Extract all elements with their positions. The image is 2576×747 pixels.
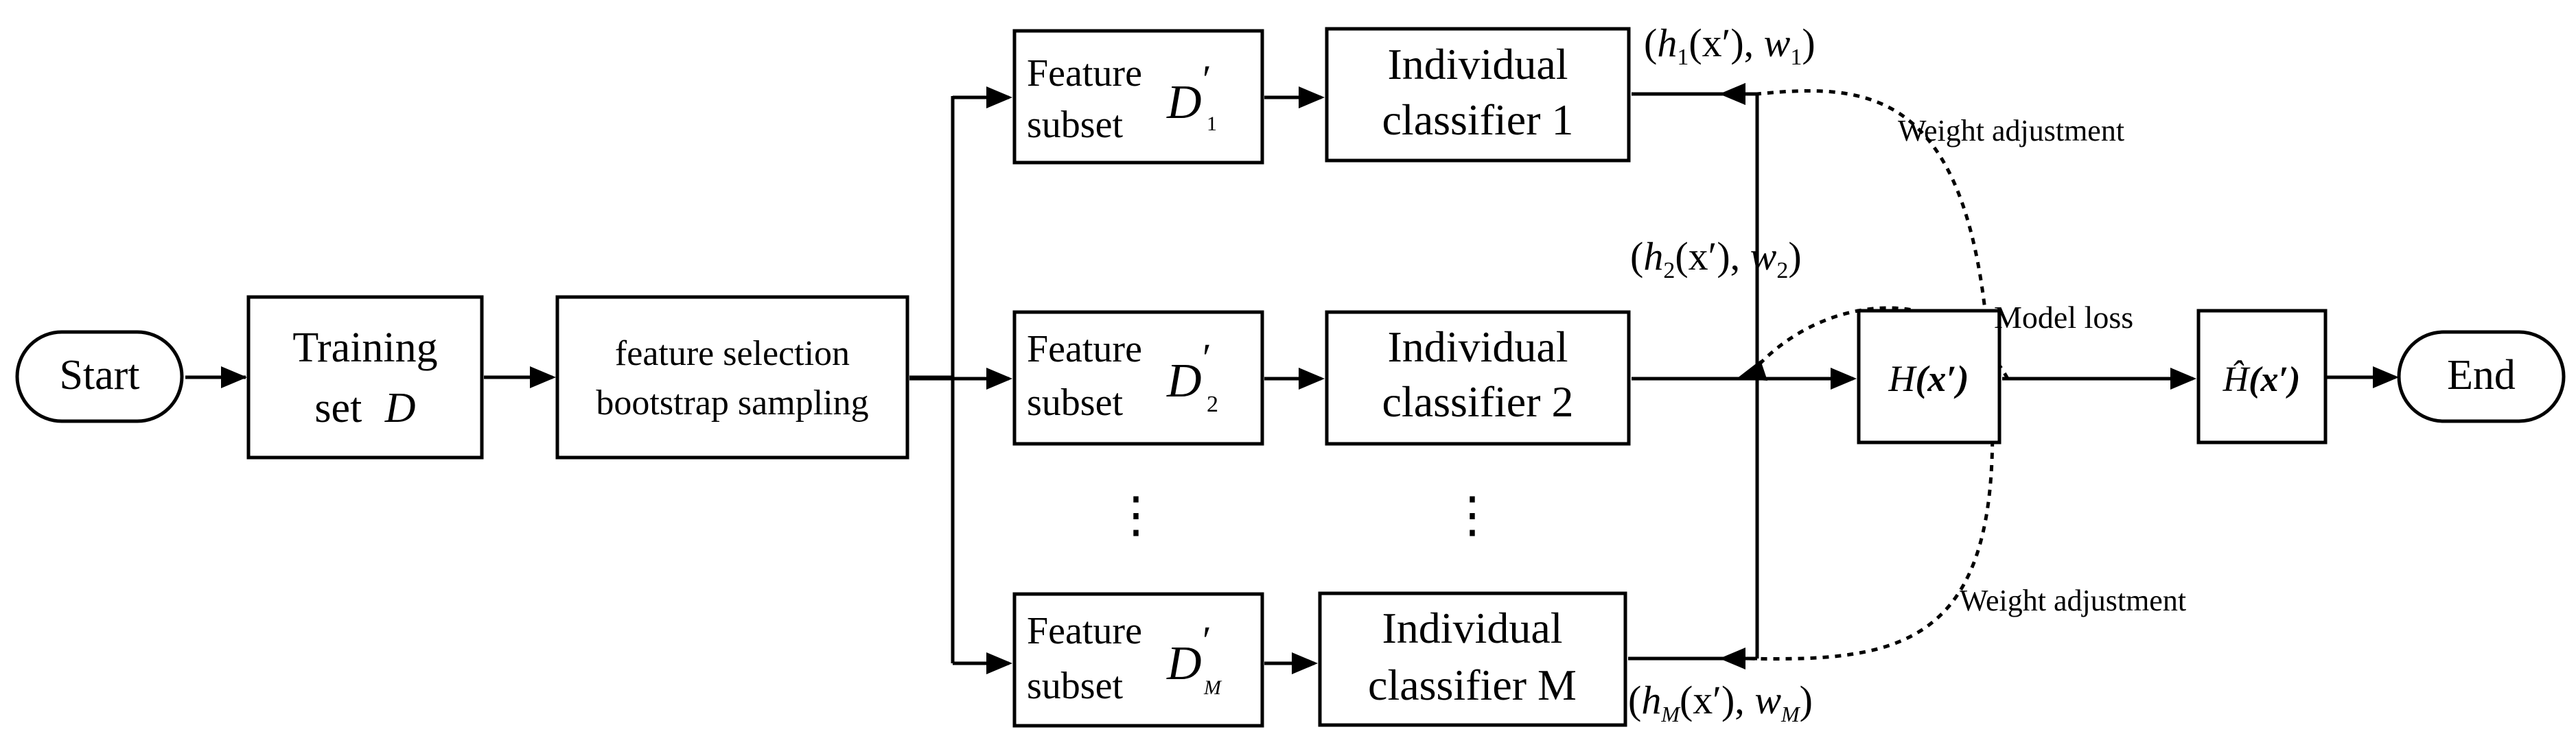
weight-adjustment-top-label: Weight adjustment (1898, 114, 2124, 147)
training-line2: set (314, 385, 362, 431)
output-m-h: h (1641, 678, 1661, 722)
subset-m-line2: subset (1027, 665, 1123, 707)
arrowhead (1299, 86, 1325, 108)
training-line1: Training (292, 324, 437, 371)
ensemble-arg: (x′) (1915, 358, 1969, 399)
output-m-mid: (x′), (1680, 678, 1754, 722)
ensemble-box: H(x′) (1857, 309, 2001, 444)
output-1-sub: 1 (1677, 45, 1689, 70)
output-m-wsub: M (1780, 702, 1801, 726)
subset-1-line1: Feature (1027, 52, 1142, 95)
subset-ellipsis: ⋮ (1111, 488, 1161, 543)
output-label-m: (hM(x′), wM) (1628, 678, 1813, 726)
feature-subset-2: Feature subset D ′ 2 (1012, 310, 1264, 446)
output-2-h: h (1643, 234, 1663, 278)
final-box: Ĥ(x′) (2196, 309, 2328, 444)
output-1-h: h (1657, 21, 1677, 65)
subset-2-prime: ′ (1203, 335, 1211, 380)
ensemble-H: H (1888, 358, 1917, 399)
output-2-wsub: 2 (1776, 258, 1788, 283)
output-m-w: w (1754, 678, 1781, 722)
arrowhead (1831, 368, 1857, 390)
feature-subset-m: Feature subset D ′ M (1012, 592, 1264, 728)
final-H: Ĥ (2223, 359, 2251, 399)
classifier-m: Individual classifier M (1318, 591, 1627, 727)
arrowhead (986, 652, 1012, 674)
classifier-1: Individual classifier 1 (1325, 27, 1631, 163)
subset-1-symbol: D (1166, 76, 1202, 129)
final-formula: Ĥ(x′) (2223, 359, 2301, 399)
end-terminal: End (2397, 330, 2566, 423)
output-m-sub: M (1660, 702, 1681, 726)
classifier-m-line1: Individual (1382, 604, 1562, 652)
training-line2-group: set D (314, 385, 415, 431)
sampling-box: feature selection bootstrap sampling (555, 295, 909, 460)
feature-subset-1: Feature subset D ′ 1 (1012, 29, 1264, 165)
final-arg: (x′) (2249, 360, 2300, 399)
subset-2-symbol: D (1166, 355, 1202, 407)
classifier-2-line1: Individual (1387, 322, 1568, 371)
subset-2-line1: Feature (1027, 328, 1142, 370)
arrowhead (530, 366, 556, 388)
output-2-mid: (x′), (1675, 234, 1750, 278)
output-label-1: (h1(x′), w1) (1644, 21, 1815, 70)
subset-m-symbol: D (1166, 637, 1202, 690)
output-1-wsub: 1 (1790, 45, 1802, 70)
model-loss-label: Model loss (1994, 300, 2133, 335)
subset-1-line2: subset (1027, 104, 1123, 146)
classifier-1-line1: Individual (1387, 40, 1568, 88)
arrowhead (2170, 368, 2196, 390)
output-1-w: w (1764, 21, 1791, 65)
arrowhead (2373, 366, 2399, 388)
subset-m-subscript: M (1203, 676, 1222, 699)
weight-adjustment-curves (1719, 83, 2010, 661)
training-set-box: Training set D (246, 295, 484, 460)
classifier-2: Individual classifier 2 (1325, 310, 1631, 446)
output-1-mid: (x′), (1689, 21, 1763, 65)
classifier-ellipsis: ⋮ (1448, 488, 1497, 543)
output-2-sub: 2 (1663, 258, 1675, 283)
feedback-arrowhead-top (1719, 83, 1745, 105)
subset-m-prime: ′ (1203, 618, 1211, 663)
subset-m-line1: Feature (1027, 610, 1142, 652)
subset-1-prime: ′ (1203, 57, 1211, 102)
sampling-line2: bootstrap sampling (596, 383, 868, 423)
classifier-1-line2: classifier 1 (1382, 95, 1574, 144)
feedback-curve-inner (1745, 306, 2010, 380)
arrowhead (986, 86, 1012, 108)
arrowhead (986, 368, 1012, 390)
output-2-w: w (1750, 234, 1777, 278)
connector-lines (185, 83, 2399, 674)
weight-adjustment-bottom-label: Weight adjustment (1960, 584, 2186, 617)
end-label: End (2447, 352, 2516, 399)
feedback-curve-outer-top (1756, 88, 1993, 379)
ensemble-formula: H(x′) (1888, 358, 1969, 399)
sampling-line1: feature selection (615, 334, 850, 373)
classifier-m-line2: classifier M (1368, 661, 1577, 709)
classifier-2-line2: classifier 2 (1382, 377, 1574, 426)
start-terminal: Start (15, 330, 184, 423)
output-label-2: (h2(x′), w2) (1630, 234, 1802, 283)
subset-2-line2: subset (1027, 381, 1123, 424)
arrowhead (221, 366, 247, 388)
start-label: Start (59, 352, 139, 399)
feedback-arrowhead-mid (1737, 360, 1767, 381)
arrowhead (1719, 648, 1745, 669)
subset-1-subscript: 1 (1207, 112, 1217, 135)
feedback-curve-outer (1746, 378, 1995, 661)
arrowhead (1292, 652, 1318, 674)
subset-2-subscript: 2 (1207, 392, 1218, 417)
arrowhead (1299, 368, 1325, 390)
training-symbol: D (384, 385, 416, 431)
